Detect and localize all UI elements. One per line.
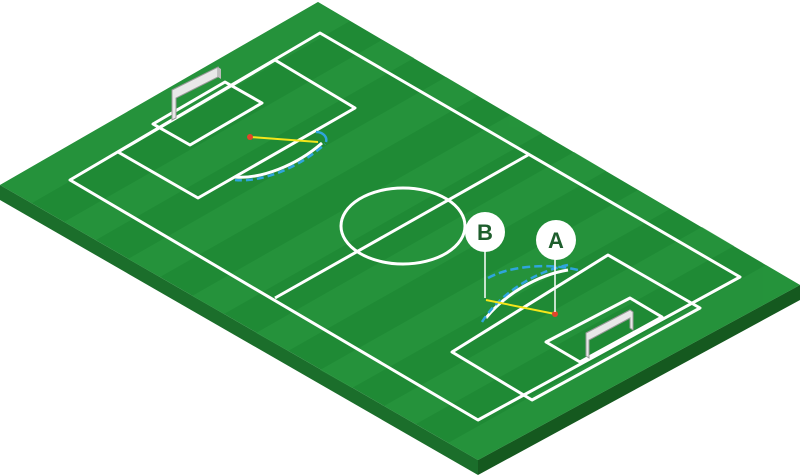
pitch-surface [0, 2, 800, 460]
callout-b: B [465, 212, 505, 252]
center-circle [339, 186, 467, 266]
pitch-side-right [478, 285, 800, 475]
goal-bottom [585, 309, 634, 359]
penalty-area-top [116, 58, 357, 200]
callout-b-label: B [477, 220, 493, 245]
distance-lines [249, 136, 556, 315]
penalty-arc-top [234, 141, 323, 179]
callout-a-badge [536, 220, 576, 260]
arc-highlights [234, 130, 579, 323]
penalty-spot-bottom [552, 311, 558, 317]
penalty-arc-bottom [484, 268, 569, 319]
goal-top [171, 66, 221, 121]
goal-area-bottom [544, 296, 664, 364]
callout-b-badge [465, 212, 505, 252]
pitch-markings [68, 31, 742, 422]
penalty-spot-top [247, 134, 253, 140]
distance-line-top [249, 136, 319, 143]
pitch-side-left [0, 185, 478, 475]
callout-a: A [536, 220, 576, 260]
callout-leaders [484, 247, 556, 312]
goal-area-top [151, 80, 264, 147]
penalty-area-bottom [450, 253, 702, 402]
halfway-line [274, 153, 529, 300]
distance-line-bottom [485, 299, 556, 315]
callout-a-label: A [548, 228, 564, 253]
